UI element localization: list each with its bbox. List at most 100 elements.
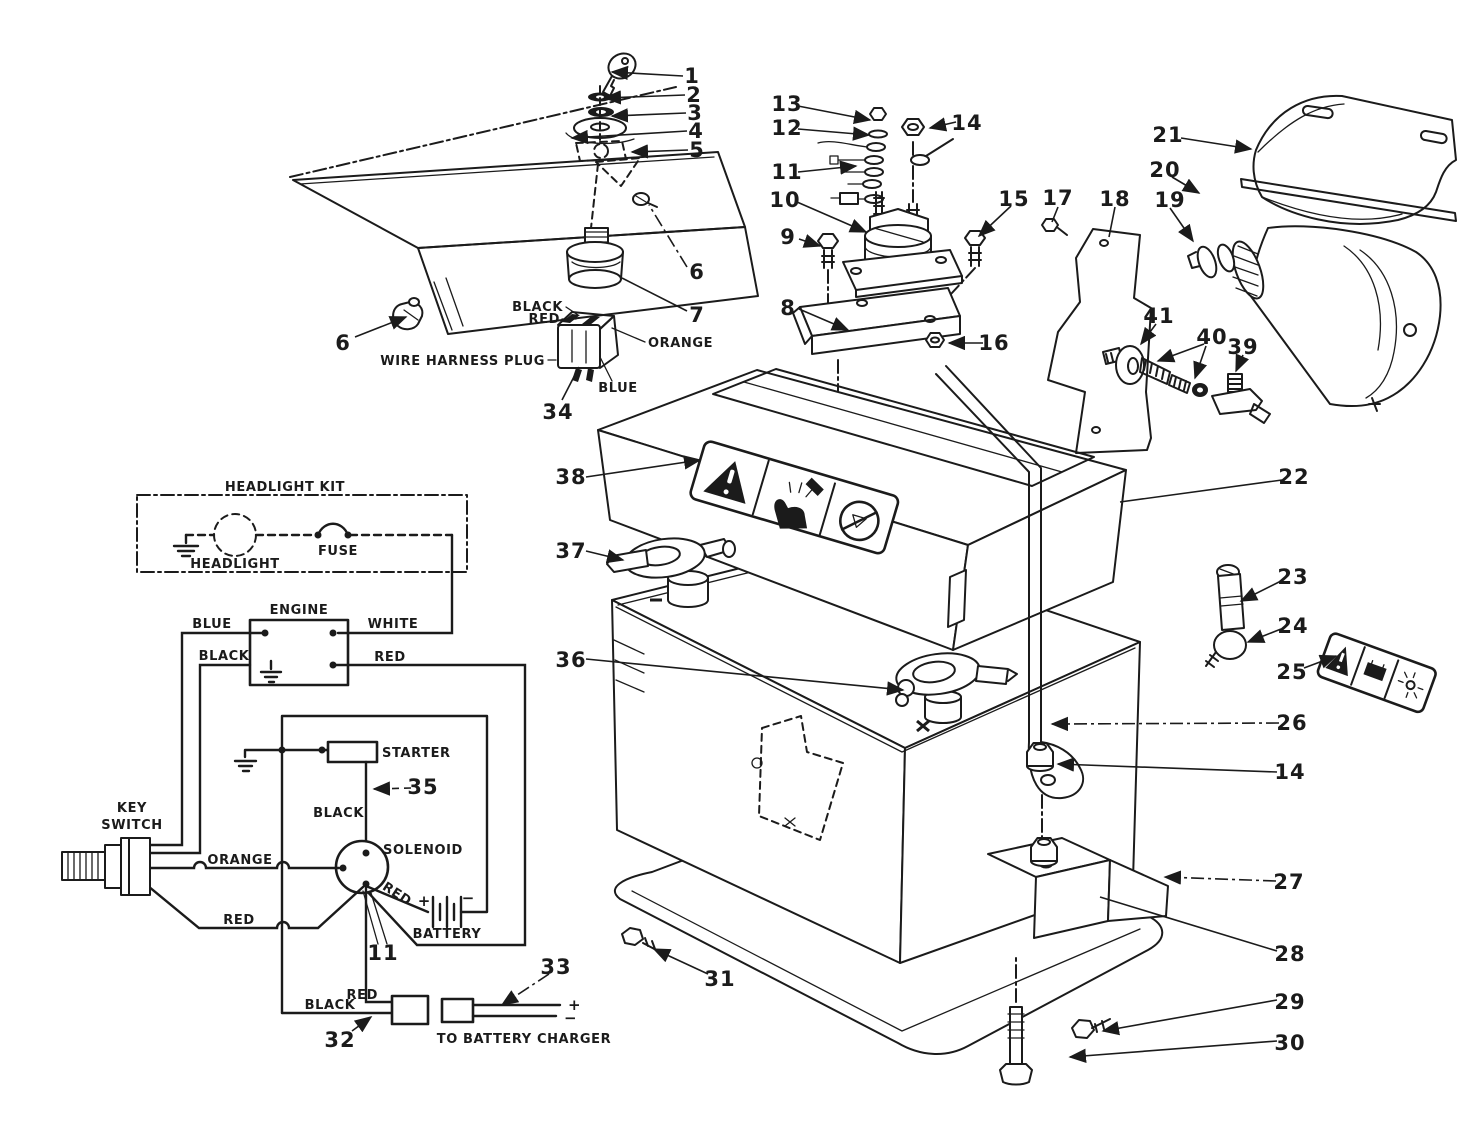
callout-10: 10: [769, 188, 800, 212]
bracket-18: [1047, 228, 1152, 454]
fitting-23-24: [1205, 564, 1247, 668]
starter-assembly: [1041, 94, 1457, 454]
callout-31: 31: [704, 967, 735, 991]
headlight-symbol: [213, 513, 257, 557]
plug-orange-label: ORANGE: [648, 336, 713, 351]
callout-2: 2: [686, 83, 702, 107]
fuse-symbol: [316, 522, 350, 537]
bolt-9: [817, 233, 839, 307]
positive-mark: [916, 719, 930, 733]
charger-wires: [471, 1003, 562, 1018]
callout-19: 19: [1154, 188, 1185, 212]
callout-1: 1: [684, 64, 700, 88]
ring-terminals-11: [817, 141, 886, 205]
text-labels: BLACK RED ORANGE BLUE WIRE HARNESS PLUG …: [101, 300, 713, 1047]
battery-cover: [597, 368, 1127, 651]
callout-23: 23: [1277, 565, 1308, 589]
starter-box: [326, 740, 379, 764]
callout-16: 16: [978, 331, 1009, 355]
callout-40: 40: [1196, 325, 1227, 349]
battery-terminal-36: [895, 652, 1018, 724]
bolt-30: [999, 957, 1033, 1086]
callout-18: 18: [1099, 187, 1130, 211]
nut-14-part: [901, 118, 925, 203]
solenoid-assembly: [792, 107, 986, 411]
battery-return-loop: [280, 714, 489, 1015]
dash-panel-apron: [417, 226, 759, 335]
terminal-washer: [910, 138, 954, 166]
callout-6-left: 6: [335, 331, 351, 355]
callout-26: 26: [1276, 711, 1307, 735]
nut-16: [925, 332, 945, 348]
panel-screw: [632, 192, 658, 208]
callout-11b: 11: [367, 941, 398, 965]
cover-channel: [712, 368, 1095, 487]
callout-41: 41: [1143, 304, 1174, 328]
callout-38: 38: [555, 465, 586, 489]
callout-28: 28: [1274, 942, 1305, 966]
callout-17: 17: [1042, 186, 1073, 210]
charger-plus: +: [568, 996, 581, 1014]
red-key-label: RED: [223, 913, 254, 928]
callout-21: 21: [1152, 123, 1183, 147]
key-switch-part: [566, 227, 624, 289]
washer-12: [868, 129, 888, 139]
callout-7: 7: [689, 303, 705, 327]
plug-red-label: RED: [529, 312, 560, 327]
callout-32: 32: [324, 1028, 355, 1052]
callout-39: 39: [1227, 335, 1258, 359]
callout-12: 12: [771, 116, 802, 140]
orange-label: ORANGE: [207, 853, 272, 868]
black-label: BLACK: [199, 649, 250, 664]
strap-nut-14: [1026, 742, 1054, 772]
battery-symbol: [364, 884, 463, 929]
dash-panel-top: [292, 151, 746, 249]
wiring-schematic: [61, 494, 562, 1026]
red-key-wire: [146, 884, 365, 930]
headlight-label: HEADLIGHT: [190, 557, 280, 572]
orange-wire: [148, 860, 341, 870]
callout-11: 11: [771, 160, 802, 184]
callout-29: 29: [1274, 990, 1305, 1014]
callout-37: 37: [555, 539, 586, 563]
starter-motor: [1187, 225, 1442, 412]
callout-33: 33: [540, 955, 571, 979]
callout-9: 9: [780, 225, 796, 249]
part-41: [1102, 345, 1171, 385]
black-starter-label: BLACK: [313, 806, 364, 821]
clip-6: [392, 297, 424, 331]
fuse-label: FUSE: [318, 544, 358, 559]
engine-box: [248, 618, 350, 687]
callout-20: 20: [1149, 158, 1180, 182]
solenoid-label: SOLENOID: [383, 843, 463, 858]
callout-35: 35: [407, 775, 438, 799]
key-cutout: [595, 157, 641, 187]
engine-label: ENGINE: [270, 603, 329, 618]
battery-terminal-37: [606, 537, 736, 608]
key-label: KEY: [117, 801, 147, 816]
fitting-39: [1211, 373, 1271, 424]
callout-30: 30: [1274, 1031, 1305, 1055]
callout-25: 25: [1276, 660, 1307, 684]
dash-panel-assembly: [289, 52, 759, 382]
callout-34: 34: [542, 400, 573, 424]
switch-label: SWITCH: [101, 818, 162, 833]
callout-5: 5: [689, 138, 705, 162]
black-charger-label: BLACK: [305, 998, 356, 1013]
wire-harness-plug: [557, 311, 619, 382]
mount-strip: [1240, 178, 1457, 222]
blue-label: BLUE: [192, 617, 232, 632]
leader-lines: [351, 65, 1338, 1063]
callout-14: 14: [951, 111, 982, 135]
plug-blue-label: BLUE: [598, 381, 638, 396]
black-wire: [148, 663, 252, 855]
nut-13: [869, 107, 887, 121]
callout-numbers: 1 2 3 4 5 6 6 7 34 13 12 11 10 9 8 14 15…: [324, 64, 1308, 1055]
red-charger-wire: [364, 884, 394, 1004]
bolt-29: [1071, 1018, 1111, 1039]
callout-14b: 14: [1274, 760, 1305, 784]
to-battery-charger-label: TO BATTERY CHARGER: [437, 1032, 611, 1047]
part-40-spring-washer: [1168, 374, 1208, 397]
engine-ground-symbol: [259, 659, 283, 684]
